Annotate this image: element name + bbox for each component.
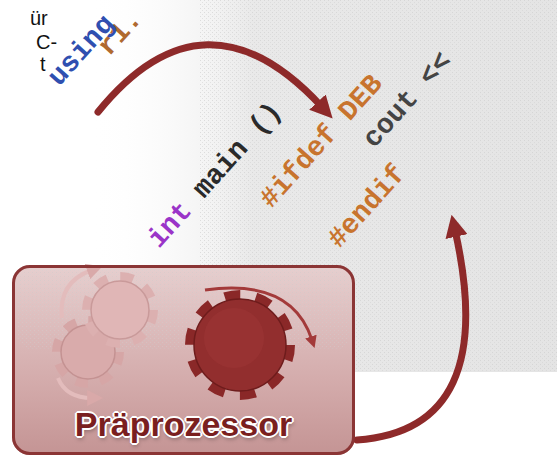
- rotation-arrow: [62, 270, 92, 318]
- flow-arrow: [98, 45, 322, 112]
- preprocessor-box: Präprozessor: [12, 265, 355, 455]
- rotation-arrow: [205, 288, 312, 340]
- text-fragment: ür: [30, 8, 48, 28]
- code-type: int: [143, 198, 198, 254]
- gear-small-1: [87, 277, 153, 343]
- code-directive: #endif: [323, 160, 411, 254]
- text-fragment: C-: [36, 32, 57, 52]
- box-fill: [12, 265, 355, 455]
- flow-arrow: [357, 230, 466, 440]
- rotation-arrow: [58, 378, 92, 398]
- gear-large: [190, 295, 290, 395]
- box-title: Präprozessor: [75, 405, 292, 444]
